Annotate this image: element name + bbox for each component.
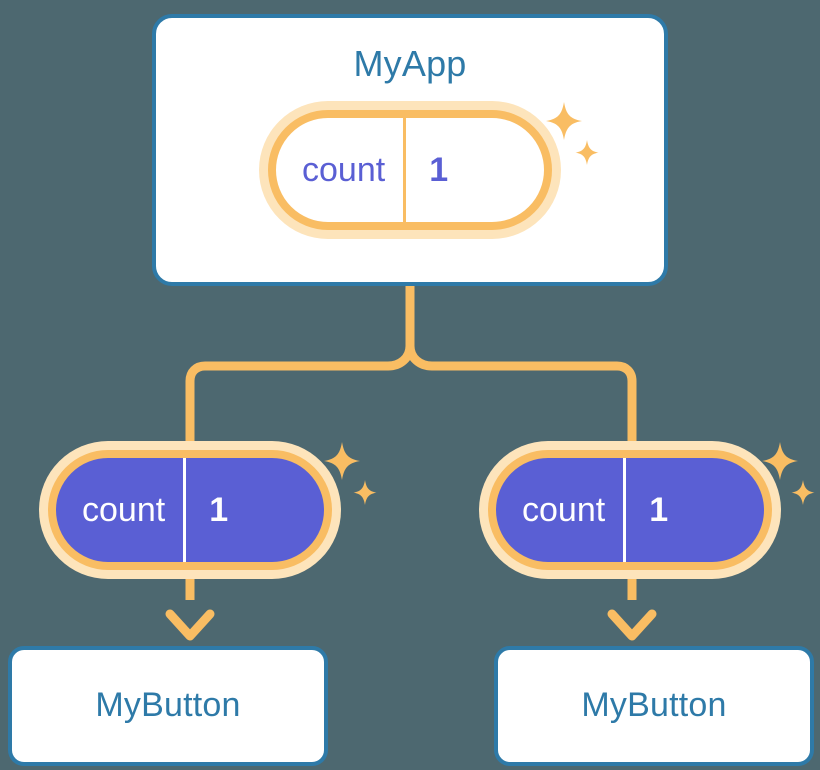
state-pill[interactable]: count 1 xyxy=(488,450,772,570)
state-value-label: 1 xyxy=(183,458,263,562)
component-card-mybutton-right[interactable]: MyButton xyxy=(494,646,814,766)
component-card-mybutton-left[interactable]: MyButton xyxy=(8,646,328,766)
arrowhead-right xyxy=(607,609,657,641)
state-pill-child-right[interactable]: count 1 xyxy=(488,450,772,570)
component-label: MyButton xyxy=(95,686,241,725)
page-title: MyApp xyxy=(353,43,467,84)
state-pill[interactable]: count 1 xyxy=(268,110,552,230)
state-pill-child-left[interactable]: count 1 xyxy=(48,450,332,570)
edge-root-to-branch xyxy=(185,281,637,475)
state-value-label: 1 xyxy=(403,118,483,222)
arrowhead-left xyxy=(165,609,215,641)
component-label: MyButton xyxy=(581,686,727,725)
state-pill[interactable]: count 1 xyxy=(48,450,332,570)
state-key-label: count xyxy=(302,150,386,189)
state-key-label: count xyxy=(522,490,606,529)
state-key-label: count xyxy=(82,490,166,529)
state-pill-root[interactable]: count 1 xyxy=(268,110,552,230)
state-value-label: 1 xyxy=(623,458,703,562)
